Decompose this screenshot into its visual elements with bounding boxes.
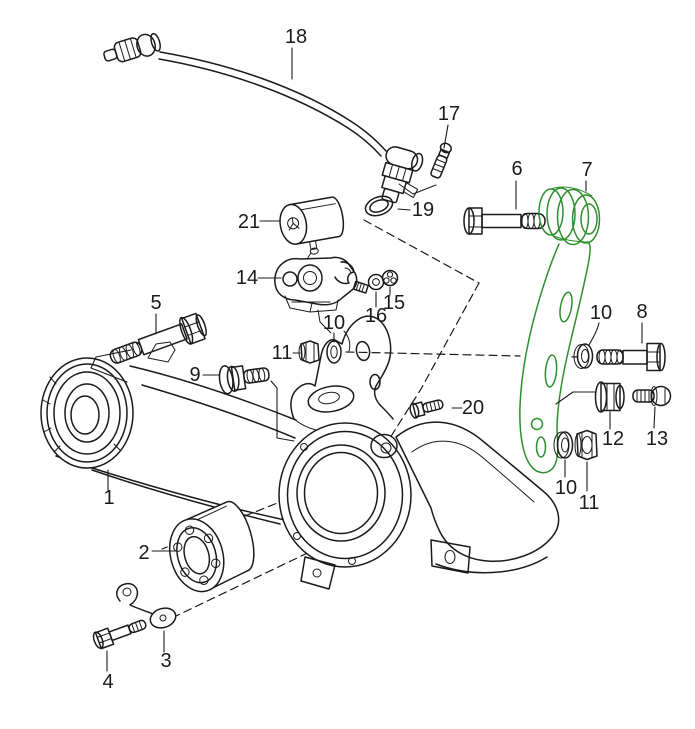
callout-4-label: 4 <box>102 671 113 693</box>
callout-15: 15 <box>383 286 405 314</box>
callout-16-label: 16 <box>365 305 387 327</box>
part-14-bracket <box>274 256 369 334</box>
callout-2: 2 <box>138 542 177 564</box>
callout-20-label: 20 <box>462 397 484 419</box>
part-4-bolt <box>92 619 147 650</box>
callout-6-label: 6 <box>511 158 522 180</box>
callout-8: 8 <box>636 301 648 344</box>
callout-20: 20 <box>451 397 484 419</box>
callout-8-label: 8 <box>636 301 647 323</box>
callout-12-label: 12 <box>602 428 624 450</box>
callout-11a-label: 11 <box>272 342 293 364</box>
callout-10c-label: 10 <box>555 477 577 499</box>
part-17-screw <box>430 142 452 179</box>
sensor-head <box>381 146 437 204</box>
callout-21-label: 21 <box>238 211 260 233</box>
callout-15-label: 15 <box>383 292 405 314</box>
part-1-trailing-arm <box>40 341 297 525</box>
callouts: 18 17 6 7 19 21 14 15 16 5 10 11 9 10 8 <box>102 26 668 693</box>
callout-18-label: 18 <box>285 26 307 48</box>
part-21-plug <box>279 196 345 265</box>
callout-9: 9 <box>189 364 220 386</box>
hub-carrier <box>278 421 560 590</box>
callout-21: 21 <box>238 211 281 233</box>
callout-17-label: 17 <box>438 103 460 125</box>
part-13-bolt <box>632 385 672 407</box>
part-6-bolt <box>463 207 546 235</box>
callout-1-label: 1 <box>103 487 114 509</box>
callout-10a-label: 10 <box>323 312 345 334</box>
part-8-bolt <box>596 342 666 372</box>
callout-9-label: 9 <box>189 364 200 386</box>
callout-11b: 11 <box>579 461 600 514</box>
part-5-bolt <box>90 312 207 383</box>
callout-2-label: 2 <box>138 542 149 564</box>
part-10-washer-right <box>573 343 594 369</box>
part-16-washer <box>367 273 385 291</box>
part-18-sensor-cable <box>103 32 387 157</box>
part-20-screw <box>409 399 444 419</box>
callout-11a: 11 <box>272 342 301 364</box>
callout-7: 7 <box>581 159 593 192</box>
callout-13-label: 13 <box>646 428 668 450</box>
callout-18: 18 <box>285 26 307 80</box>
callout-14: 14 <box>236 267 282 289</box>
part-15-nut <box>381 269 399 287</box>
callout-3-label: 3 <box>160 650 171 672</box>
callout-19-label: 19 <box>412 199 434 221</box>
part-11-nut-left <box>298 340 320 364</box>
callout-10b-label: 10 <box>590 302 612 324</box>
part-9-bolt <box>218 365 295 442</box>
part-2-bearing <box>168 500 255 593</box>
callout-7-label: 7 <box>581 159 592 181</box>
callout-13: 13 <box>646 406 668 450</box>
part-12-nut <box>555 381 625 413</box>
part-10-washer-left <box>326 340 342 364</box>
callout-3: 3 <box>160 630 172 672</box>
callout-11b-label: 11 <box>579 492 600 514</box>
callout-4: 4 <box>102 650 114 693</box>
part-11-nut-bottom <box>574 429 598 461</box>
callout-10b: 10 <box>588 302 612 346</box>
knuckle-bracket <box>290 315 394 431</box>
part-7-spring-link <box>519 186 601 474</box>
callout-5: 5 <box>150 292 162 334</box>
callout-14-label: 14 <box>236 267 258 289</box>
part-10-washer-bottom <box>553 431 574 459</box>
part-3-clamp <box>116 582 177 629</box>
callout-6: 6 <box>511 158 523 210</box>
callout-10c: 10 <box>555 459 577 499</box>
callout-12: 12 <box>602 411 624 450</box>
callout-10a: 10 <box>323 312 345 343</box>
part-19-o-ring <box>364 195 394 217</box>
callout-1: 1 <box>103 469 115 509</box>
callout-5-label: 5 <box>150 292 161 314</box>
callout-17: 17 <box>438 103 460 149</box>
callout-16: 16 <box>365 291 387 327</box>
callout-19: 19 <box>397 199 434 221</box>
